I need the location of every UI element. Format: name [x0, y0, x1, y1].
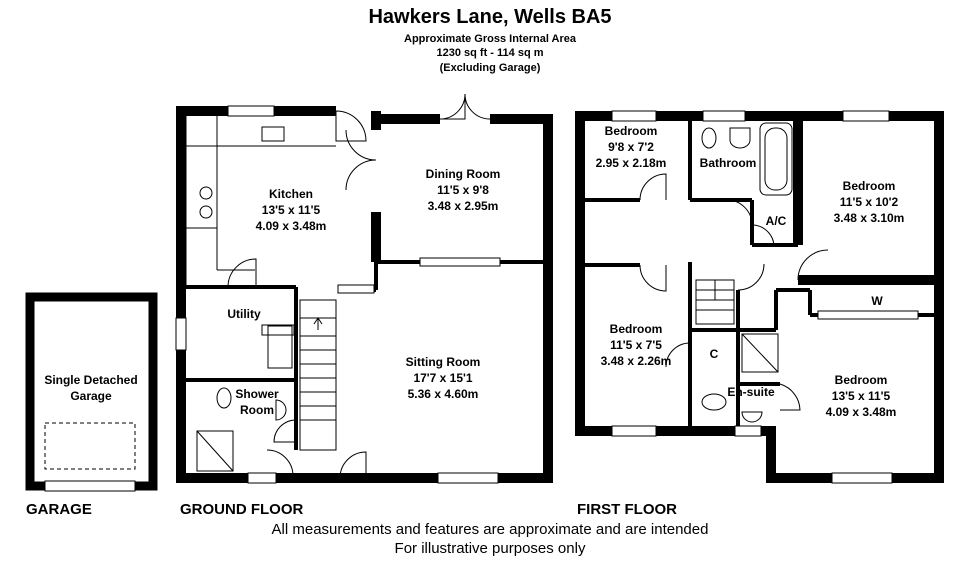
kitchen-metric: 4.09 x 3.48m: [256, 219, 327, 233]
first-floor-windows: [611, 110, 919, 484]
bed2-imperial: 11'5 x 10'2: [840, 195, 899, 209]
first-floor-doors: [639, 173, 829, 411]
dining-metric: 3.48 x 2.95m: [428, 199, 499, 213]
ensuite-fittings: [701, 333, 779, 423]
area-value: 1230 sq ft - 114 sq m: [436, 47, 544, 59]
dining-name: Dining Room: [426, 167, 501, 181]
ground-floor-windows: [175, 105, 501, 484]
first-floor-label: FIRST FLOOR: [577, 501, 677, 518]
bed4-metric: 4.09 x 3.48m: [826, 405, 897, 419]
bed1-imperial: 9'8 x 7'2: [608, 140, 654, 154]
area-note: (Excluding Garage): [439, 62, 541, 74]
bed4-imperial: 13'5 x 11'5: [832, 389, 891, 403]
cupboard-label: C: [710, 347, 719, 361]
disclaimer-line-2: For illustrative purposes only: [394, 540, 586, 557]
shower-fittings: [196, 387, 287, 472]
kitchen-units: [185, 116, 336, 380]
disclaimer-line-1: All measurements and features are approx…: [271, 521, 709, 538]
bed4-name: Bedroom: [835, 373, 888, 387]
sitting-metric: 5.36 x 4.60m: [408, 387, 479, 401]
bathroom-fittings: [701, 122, 793, 196]
bed3-imperial: 11'5 x 7'5: [610, 338, 662, 352]
ensuite-name: En-suite: [727, 385, 775, 399]
garage-label: Single Detached: [44, 373, 137, 387]
bed1-metric: 2.95 x 2.18m: [596, 156, 667, 170]
sitting-name: Sitting Room: [406, 355, 481, 369]
bed1-name: Bedroom: [605, 124, 658, 138]
ground-floor-label: GROUND FLOOR: [180, 501, 304, 518]
bed2-metric: 3.48 x 3.10m: [834, 211, 905, 225]
garage-floor-label: GARAGE: [26, 501, 92, 518]
first-floor-stairs: [695, 279, 735, 325]
dining-imperial: 11'5 x 9'8: [437, 183, 489, 197]
shower-name: Shower: [235, 387, 279, 401]
garage-door-outline: [44, 422, 136, 470]
ac-label: A/C: [766, 214, 787, 228]
area-label: Approximate Gross Internal Area: [404, 33, 576, 45]
shower-name-2: Room: [240, 403, 274, 417]
kitchen-name: Kitchen: [269, 187, 313, 201]
ground-stairs: [299, 299, 337, 451]
kitchen-imperial: 13'5 x 11'5: [262, 203, 321, 217]
bed2-name: Bedroom: [843, 179, 896, 193]
plan-title: Hawkers Lane, Wells BA5: [368, 6, 612, 28]
garage-window: [44, 480, 136, 492]
ground-floor-doors: [227, 93, 491, 479]
garage-label-2: Garage: [70, 389, 112, 403]
sitting-imperial: 17'7 x 15'1: [413, 371, 472, 385]
utility-name: Utility: [227, 307, 261, 321]
bed3-metric: 3.48 x 2.26m: [601, 354, 672, 368]
wardrobe-label: W: [871, 294, 883, 308]
bed3-name: Bedroom: [610, 322, 663, 336]
bathroom-name: Bathroom: [700, 156, 757, 170]
